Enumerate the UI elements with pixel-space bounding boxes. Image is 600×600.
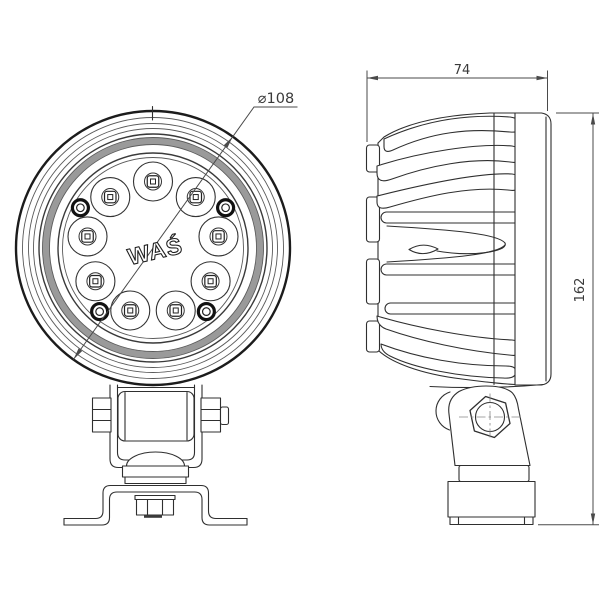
diameter-label: ⌀108 [258, 91, 294, 107]
front-view: ⌀108 WAŚ [14, 91, 298, 526]
fin-bar [384, 302, 523, 315]
led [198, 216, 239, 257]
rear-tab [365, 144, 381, 173]
connector-collar [458, 464, 530, 483]
front-mount-bracket [63, 384, 248, 526]
lens-housing [514, 112, 552, 386]
dimension-height: 162 [538, 112, 599, 526]
arrowhead [73, 348, 83, 360]
led [67, 216, 108, 257]
bezel-ring [38, 133, 268, 363]
led [90, 177, 131, 218]
arrowhead [536, 75, 548, 81]
led-array [67, 161, 239, 331]
arrowhead [590, 113, 596, 125]
led [155, 290, 196, 331]
top-sweep [377, 112, 491, 144]
heat-sink-body [365, 112, 523, 386]
hex-nut-right [200, 397, 222, 433]
led [132, 161, 174, 202]
gasket-band [42, 137, 264, 359]
omega-bracket-bottom-surface [63, 491, 248, 526]
waist-curve [386, 225, 506, 255]
lens-block [489, 112, 552, 386]
fin-blade [380, 343, 517, 379]
rear-tab [365, 196, 381, 243]
bolt-tip [219, 406, 230, 426]
led [190, 261, 231, 302]
fin-leaf [408, 244, 439, 255]
lens-rim-inner [62, 157, 244, 339]
connector-body [447, 480, 536, 518]
led [175, 177, 216, 218]
screw [90, 301, 110, 322]
screw [215, 198, 236, 218]
base-plate-thin [124, 476, 187, 485]
fin-bar [380, 211, 523, 224]
connector-base-ring [449, 516, 534, 526]
side-view: 74 162 [365, 63, 599, 526]
fin-blade [376, 315, 523, 356]
nut-shadow [144, 515, 162, 518]
hex-nut-left [91, 397, 112, 433]
rear-tab [365, 320, 381, 353]
housing-rings [14, 105, 292, 387]
led [75, 261, 116, 302]
arrowhead [223, 136, 233, 148]
height-label: 162 [573, 278, 588, 303]
waist-curve [386, 244, 506, 263]
housing-ring [28, 123, 278, 373]
washer [134, 494, 176, 501]
bottom-sweep [377, 349, 516, 386]
mount-hex-nut [135, 498, 175, 516]
fin-bar [380, 263, 523, 276]
dimension-diameter: ⌀108 [72, 91, 298, 360]
rear-tab [365, 258, 381, 305]
screw-array [70, 198, 236, 322]
pivot-dome [125, 451, 186, 467]
diameter-leader-line [72, 106, 298, 360]
fin-blade [376, 173, 523, 209]
arrowhead [590, 513, 596, 525]
screw [70, 198, 91, 218]
arrowhead [367, 75, 378, 81]
omega-bracket-top-surface [63, 484, 248, 520]
base-plate [121, 465, 190, 478]
depth-label: 74 [454, 63, 471, 78]
side-mount-bracket [429, 383, 544, 526]
brand-logo: WAŚ [125, 231, 185, 270]
screw [196, 301, 216, 322]
lens-rim [57, 152, 249, 344]
gasket-edge [49, 144, 257, 352]
dimension-depth: 74 [366, 63, 548, 142]
gasket-edge [42, 137, 264, 359]
pivot-tube [117, 390, 195, 442]
bezel-ring [33, 128, 273, 368]
led [110, 290, 151, 331]
strap-crescent [435, 391, 451, 431]
